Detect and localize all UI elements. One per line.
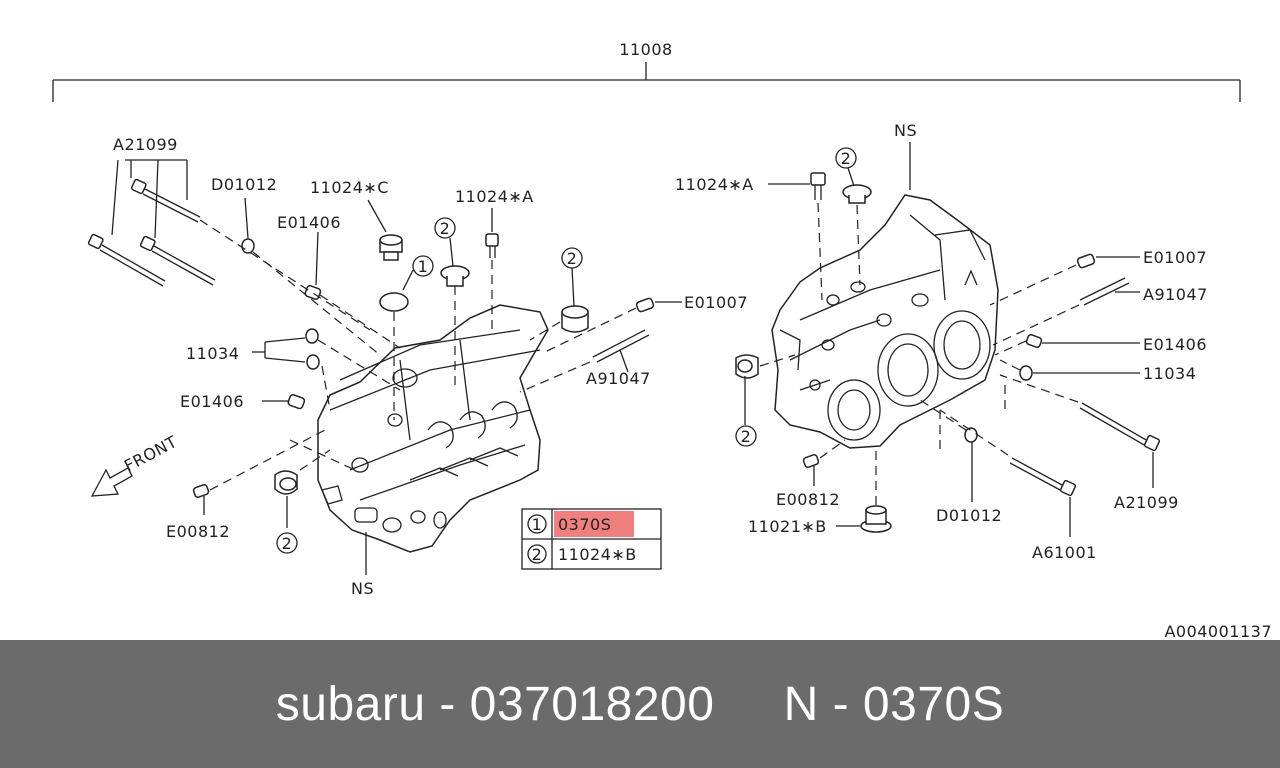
- right-label-11021b: 11021∗B: [748, 517, 827, 536]
- left-guide-lines: [199, 219, 637, 491]
- left-plug-11024c: [367, 199, 409, 312]
- right-label-a61001: A61001: [1032, 543, 1097, 562]
- parts-diagram: 11008: [52, 40, 1272, 640]
- left-washers-11034: [252, 328, 320, 370]
- left-bolt-a21099-upper: [130, 178, 201, 223]
- front-arrow: [90, 467, 133, 497]
- right-label-a91047: A91047: [1143, 285, 1208, 304]
- callout-2-left-right: 2: [561, 247, 583, 307]
- right-bolt-a21099: [1079, 402, 1161, 488]
- footer-banner: subaru - 037018200 N - 0370S: [0, 640, 1280, 768]
- left-label-11024c: 11024∗C: [310, 178, 389, 197]
- left-label-d01012: D01012: [211, 175, 277, 194]
- right-pin-e01406: [1025, 334, 1140, 348]
- svg-text:2: 2: [741, 427, 752, 446]
- svg-text:2: 2: [282, 534, 293, 553]
- left-label-e00812: E00812: [166, 522, 230, 541]
- left-label-e01007: E01007: [684, 293, 748, 312]
- right-label-11034: 11034: [1143, 364, 1196, 383]
- callout-2-left-top: 2: [434, 217, 456, 267]
- right-label-e00812: E00812: [776, 490, 840, 509]
- left-label-e01406: E01406: [180, 392, 244, 411]
- right-label-e01406: E01406: [1143, 335, 1207, 354]
- legend-highlight: [554, 511, 634, 537]
- left-stud-a91047: [592, 329, 650, 373]
- callout-2-left-bottom: 2: [276, 532, 298, 554]
- front-label: FRONT: [121, 432, 180, 476]
- right-bolt-11024a: [768, 172, 826, 200]
- left-bolt-a21099-lower: [87, 233, 166, 287]
- right-label-e01007: E01007: [1143, 248, 1207, 267]
- callout-2-right-top: 2: [835, 147, 857, 187]
- left-seal-2-right: [561, 305, 589, 333]
- left-bolt-a21099-mid: [139, 235, 216, 286]
- right-crankcase-half: [771, 194, 999, 449]
- right-guide-lines: [759, 202, 1080, 505]
- legend-table: 1 0370S 2 11024∗B: [521, 508, 662, 570]
- left-bolt-leader-lines: [111, 159, 188, 239]
- right-seal-2-left: [735, 354, 759, 425]
- left-bolt-11024a: [485, 208, 499, 258]
- drawing-code: A004001137: [1164, 622, 1272, 640]
- right-label-11024a: 11024∗A: [675, 175, 754, 194]
- right-label-ns: NS: [894, 121, 917, 140]
- legend-part-1: 0370S: [558, 515, 611, 534]
- right-label-a21099: A21099: [1114, 493, 1179, 512]
- right-label-d01012: D01012: [936, 506, 1002, 525]
- left-label-ns: NS: [351, 579, 374, 598]
- legend-index-2: 2: [532, 545, 543, 564]
- right-washer-d01012: [964, 427, 978, 502]
- assembly-bracket: [52, 62, 1241, 102]
- legend-part-2: 11024∗B: [558, 545, 637, 564]
- left-seal-2-top: [440, 265, 470, 287]
- right-stud-a91047: [1079, 277, 1140, 306]
- callout-2-right-left: 2: [735, 425, 757, 447]
- right-washer-11034: [1019, 365, 1140, 381]
- left-label-a91047: A91047: [586, 369, 651, 388]
- legend-index-1: 1: [532, 515, 543, 534]
- left-pin-e00812: [192, 484, 210, 515]
- left-pin-e01406: [262, 394, 306, 410]
- svg-text:2: 2: [440, 219, 451, 238]
- left-washer-d01012: [241, 197, 255, 254]
- svg-text:2: 2: [567, 249, 578, 268]
- left-crankcase-half: [317, 304, 549, 553]
- right-pin-e00812: [802, 454, 820, 486]
- callout-1-left: 1: [402, 255, 434, 291]
- left-pin-e01007: [635, 297, 682, 313]
- right-bolt-a61001: [1009, 457, 1077, 537]
- part-number-caption: subaru - 037018200 N - 0370S: [275, 677, 1005, 731]
- svg-text:1: 1: [418, 257, 429, 276]
- left-label-11034: 11034: [186, 344, 239, 363]
- left-label-11024a: 11024∗A: [455, 187, 534, 206]
- svg-text:2: 2: [841, 149, 852, 168]
- assembly-label: 11008: [619, 40, 672, 59]
- left-label-a21099: A21099: [113, 135, 178, 154]
- right-pin-e01007: [1076, 253, 1140, 269]
- right-plug-11021b: [836, 505, 892, 533]
- left-seal-2-bottom: [274, 470, 298, 528]
- left-label-e01406-top: E01406: [277, 213, 341, 232]
- right-seal-2-top: [842, 184, 872, 204]
